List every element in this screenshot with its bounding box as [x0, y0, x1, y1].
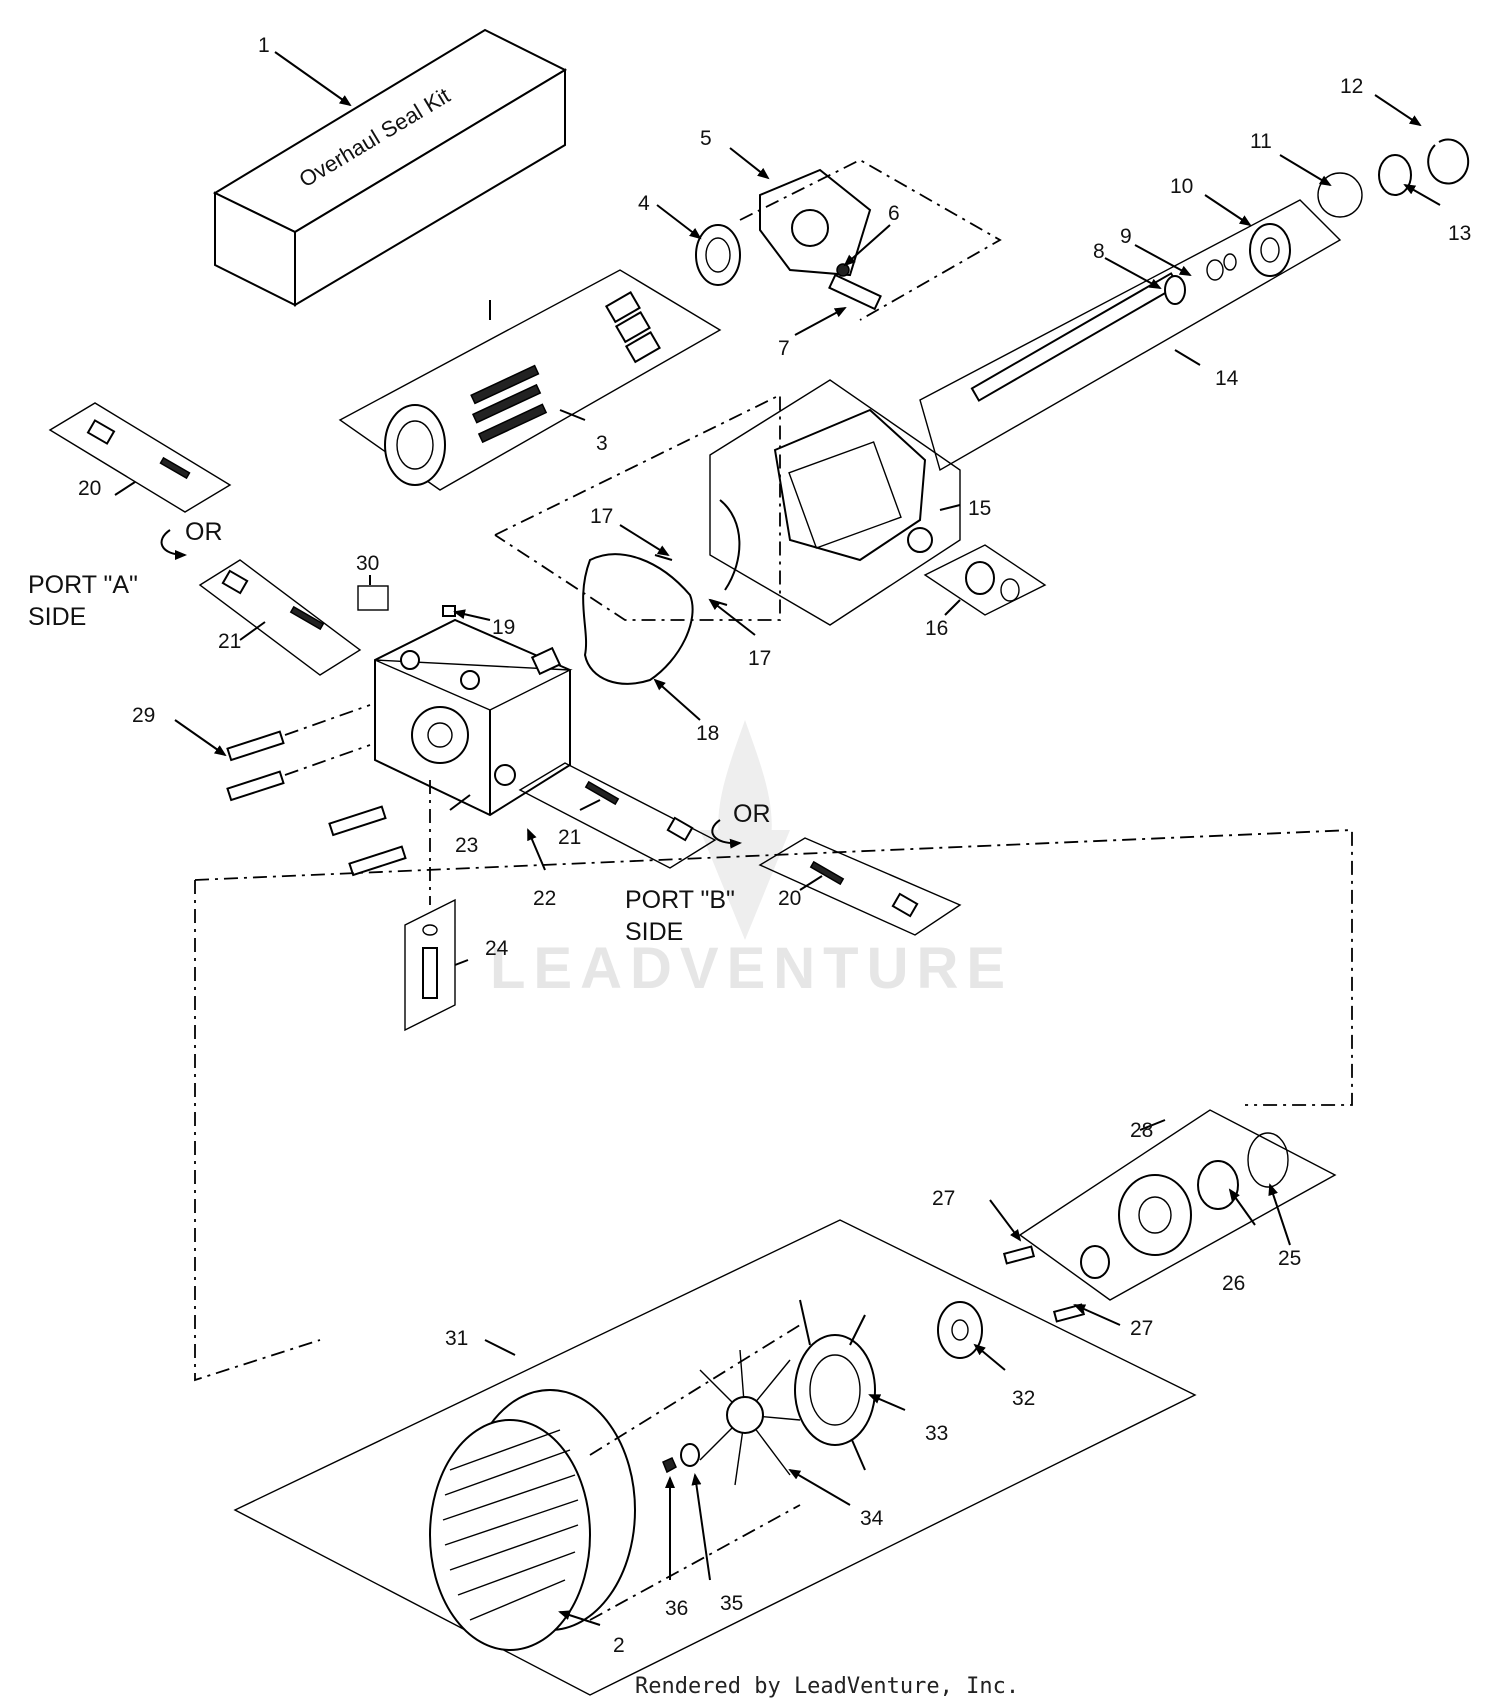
- callout-24: 24: [485, 937, 509, 960]
- callout-31: 31: [445, 1327, 468, 1350]
- callout-32: 32: [1012, 1387, 1035, 1410]
- port-b-line2: SIDE: [625, 918, 683, 946]
- footer-credit: Rendered by LeadVenture, Inc.: [635, 1674, 1019, 1699]
- port-labels: OR PORT "A" SIDE OR PORT "B" SIDE: [28, 518, 771, 946]
- fan-parts: [662, 1299, 876, 1486]
- watermark: LEADVENTURE: [490, 720, 1013, 1001]
- callout-1: 1: [258, 34, 270, 57]
- callout-26: 26: [1222, 1272, 1245, 1295]
- or-arrow-a: [160, 529, 187, 560]
- callout-22: 22: [533, 887, 556, 910]
- callout-28: 28: [1130, 1119, 1153, 1142]
- bolts: [226, 704, 407, 877]
- callout-4: 4: [638, 192, 650, 215]
- callout-23: 23: [455, 834, 478, 857]
- piston-group: [338, 269, 722, 491]
- callout-8: 8: [1093, 240, 1105, 263]
- callout-14: 14: [1215, 367, 1239, 390]
- port-a-line2: SIDE: [28, 603, 86, 631]
- port-b-line1: PORT "B": [625, 886, 735, 914]
- assembly-path: [194, 829, 1353, 1106]
- center-section: [357, 585, 573, 817]
- callout-17b: 17: [748, 647, 771, 670]
- callout-34: 34: [860, 1507, 884, 1530]
- seal-group-16: [923, 544, 1047, 616]
- valve-groups: [48, 402, 962, 936]
- callout-29: 29: [132, 704, 155, 727]
- fitting-24: [404, 780, 456, 1032]
- callout-10: 10: [1170, 175, 1193, 198]
- callout-20a: 20: [78, 477, 101, 500]
- leader-lines: [114, 51, 1441, 1626]
- callout-25: 25: [1278, 1247, 1301, 1270]
- fan-shroud-group: [233, 1219, 1197, 1696]
- housing: [709, 379, 961, 626]
- callout-9: 9: [1120, 225, 1132, 248]
- callout-7: 7: [778, 337, 790, 360]
- callout-33: 33: [925, 1422, 948, 1445]
- or-label-b: OR: [733, 800, 771, 828]
- overhaul-seal-kit-box: Overhaul Seal Kit: [212, 28, 568, 307]
- callout-5: 5: [700, 127, 712, 150]
- or-label-a: OR: [185, 518, 223, 546]
- callout-36: 36: [665, 1597, 688, 1620]
- callout-30: 30: [356, 552, 379, 575]
- callout-13: 13: [1448, 222, 1471, 245]
- callout-15: 15: [968, 497, 991, 520]
- callout-21b: 21: [558, 826, 581, 849]
- callout-6: 6: [888, 202, 900, 225]
- or-arrow-b: [711, 819, 742, 849]
- callout-11: 11: [1250, 130, 1272, 153]
- callout-12: 12: [1340, 75, 1363, 98]
- callout-16: 16: [925, 617, 948, 640]
- callout-27b: 27: [1130, 1317, 1153, 1340]
- callout-2: 2: [613, 1634, 625, 1657]
- callout-20b: 20: [778, 887, 801, 910]
- port-a-line1: PORT "A": [28, 571, 138, 599]
- callout-27a: 27: [932, 1187, 955, 1210]
- callout-17a: 17: [590, 505, 613, 528]
- callout-35: 35: [720, 1592, 743, 1615]
- bearing-32: [937, 1301, 983, 1359]
- callout-18: 18: [696, 722, 719, 745]
- callout-numbers: 1 2 3 4 5 6 7 8 9 10 11 12 13 14 15 16 1…: [78, 34, 1471, 1657]
- shaft-group: [919, 138, 1470, 472]
- callout-3: 3: [596, 432, 608, 455]
- watermark-text: LEADVENTURE: [490, 936, 1013, 1001]
- callout-21a: 21: [218, 630, 241, 653]
- bearing-housing-group: [1002, 1109, 1337, 1323]
- callout-19: 19: [492, 616, 515, 639]
- swashplate-parts: [695, 158, 1002, 321]
